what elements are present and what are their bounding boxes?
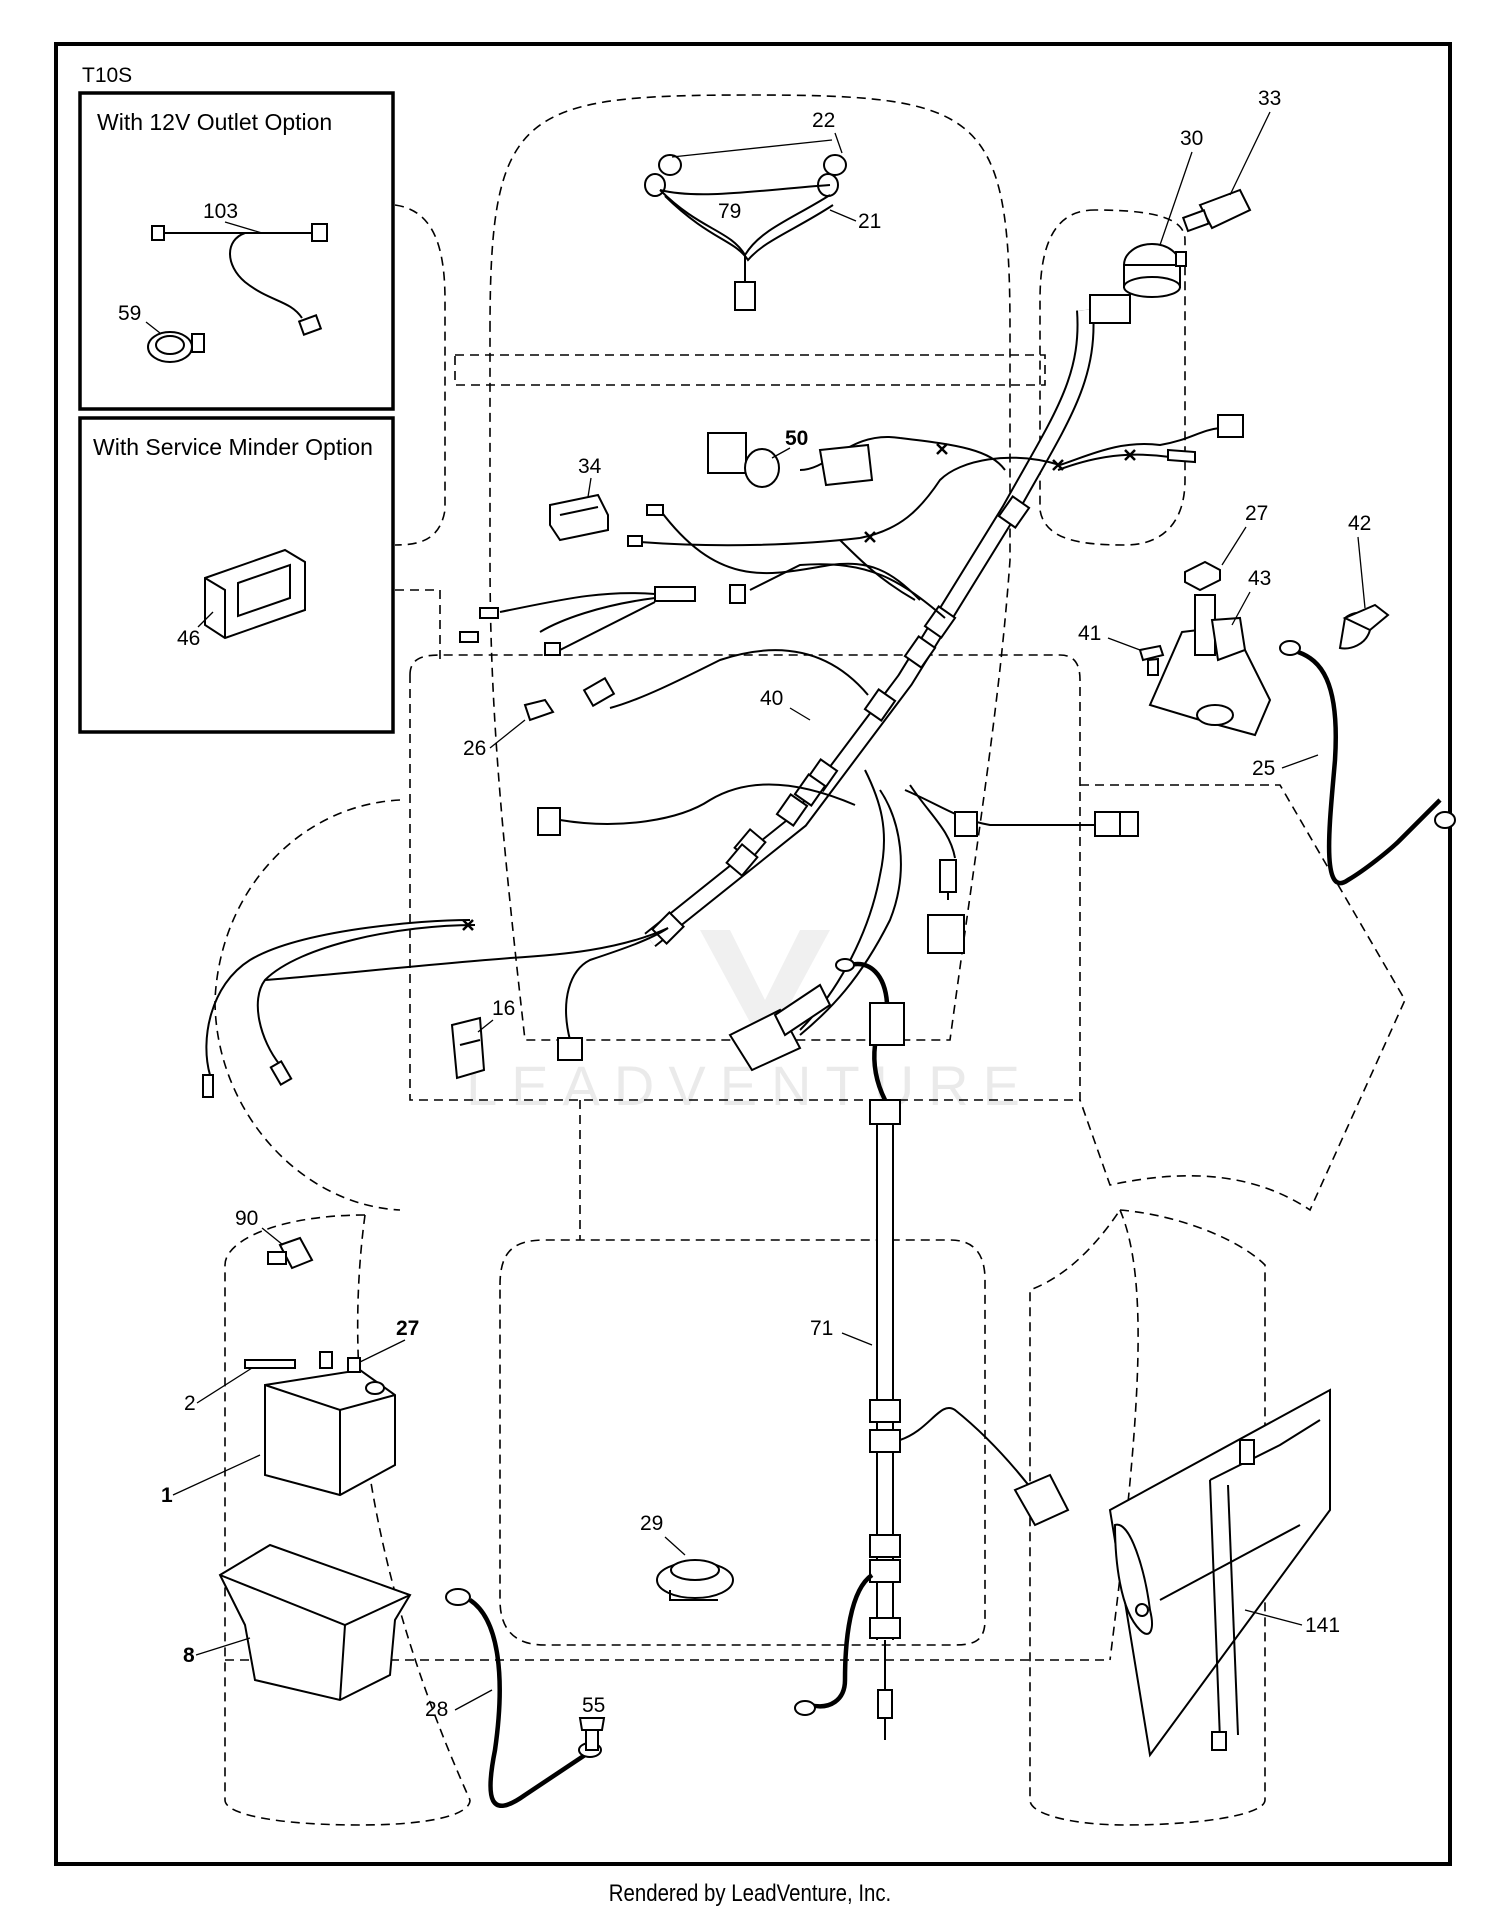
headlight-harness: 22 79 21 xyxy=(644,109,881,311)
watermark-logo xyxy=(700,930,830,1050)
callout-59: 59 xyxy=(118,302,141,325)
diagram-frame xyxy=(54,42,1452,1866)
callout-2: 2 xyxy=(184,1392,196,1415)
watermark-text: LEADVENTURE xyxy=(466,1054,1034,1117)
callout-21: 21 xyxy=(858,210,881,233)
callout-28: 28 xyxy=(425,1698,448,1721)
fuse-26: 26 xyxy=(463,698,555,760)
callout-29: 29 xyxy=(640,1512,663,1535)
ignition-switch-and-key: 30 33 xyxy=(1123,87,1281,298)
battery-tray-8: 8 xyxy=(183,1543,412,1702)
inset-service-minder-title: With Service Minder Option xyxy=(93,434,373,460)
battery-assembly: 2 27 1 xyxy=(161,1317,419,1507)
callout-27a: 27 xyxy=(1245,502,1268,525)
callout-34: 34 xyxy=(578,455,602,478)
callout-55: 55 xyxy=(582,1694,605,1717)
callout-25: 25 xyxy=(1252,757,1275,780)
callout-41: 41 xyxy=(1078,622,1101,645)
callout-46: 46 xyxy=(177,627,200,650)
cable-28: 28 xyxy=(425,1588,602,1808)
splice-marks xyxy=(462,443,1136,931)
callout-50: 50 xyxy=(785,427,808,450)
footer-credit: Rendered by LeadVenture, Inc. xyxy=(608,1880,892,1907)
callout-22: 22 xyxy=(812,109,835,132)
callout-27b: 27 xyxy=(396,1317,419,1340)
harness-71: 71 xyxy=(794,958,1070,1740)
callout-8: 8 xyxy=(183,1644,195,1667)
callout-26: 26 xyxy=(463,737,486,760)
callout-30: 30 xyxy=(1180,127,1203,150)
main-harness-40: 40 xyxy=(202,294,1244,1098)
callout-33: 33 xyxy=(1258,87,1281,110)
callout-71: 71 xyxy=(810,1317,833,1340)
grommet-29: 29 xyxy=(640,1512,734,1601)
callout-1: 1 xyxy=(161,1484,173,1507)
callout-40: 40 xyxy=(760,687,783,710)
callout-90: 90 xyxy=(235,1207,258,1230)
callout-16: 16 xyxy=(492,997,515,1020)
seat-switch-141: 141 xyxy=(1108,1388,1340,1758)
inset-outlet-title: With 12V Outlet Option xyxy=(97,109,332,135)
watermark: LEADVENTURE xyxy=(466,930,1034,1117)
callout-42: 42 xyxy=(1348,512,1371,535)
inset-service-minder-option: With Service Minder Option 46 xyxy=(78,416,395,734)
bolt-55: 55 xyxy=(578,1694,605,1751)
callout-103: 103 xyxy=(203,200,238,223)
relay-16: 16 xyxy=(450,997,515,1080)
inset-outlet-option: With 12V Outlet Option 103 59 xyxy=(78,91,395,411)
solenoid-assembly: 27 42 43 41 25 xyxy=(1078,502,1456,886)
switch-34: 34 xyxy=(549,455,609,542)
switch-50: 50 xyxy=(707,427,808,488)
diagram-code: T10S xyxy=(82,64,132,87)
part-90: 90 xyxy=(235,1207,314,1270)
callout-79: 79 xyxy=(718,200,741,223)
callout-43: 43 xyxy=(1248,567,1271,590)
callout-141: 141 xyxy=(1305,1614,1340,1637)
